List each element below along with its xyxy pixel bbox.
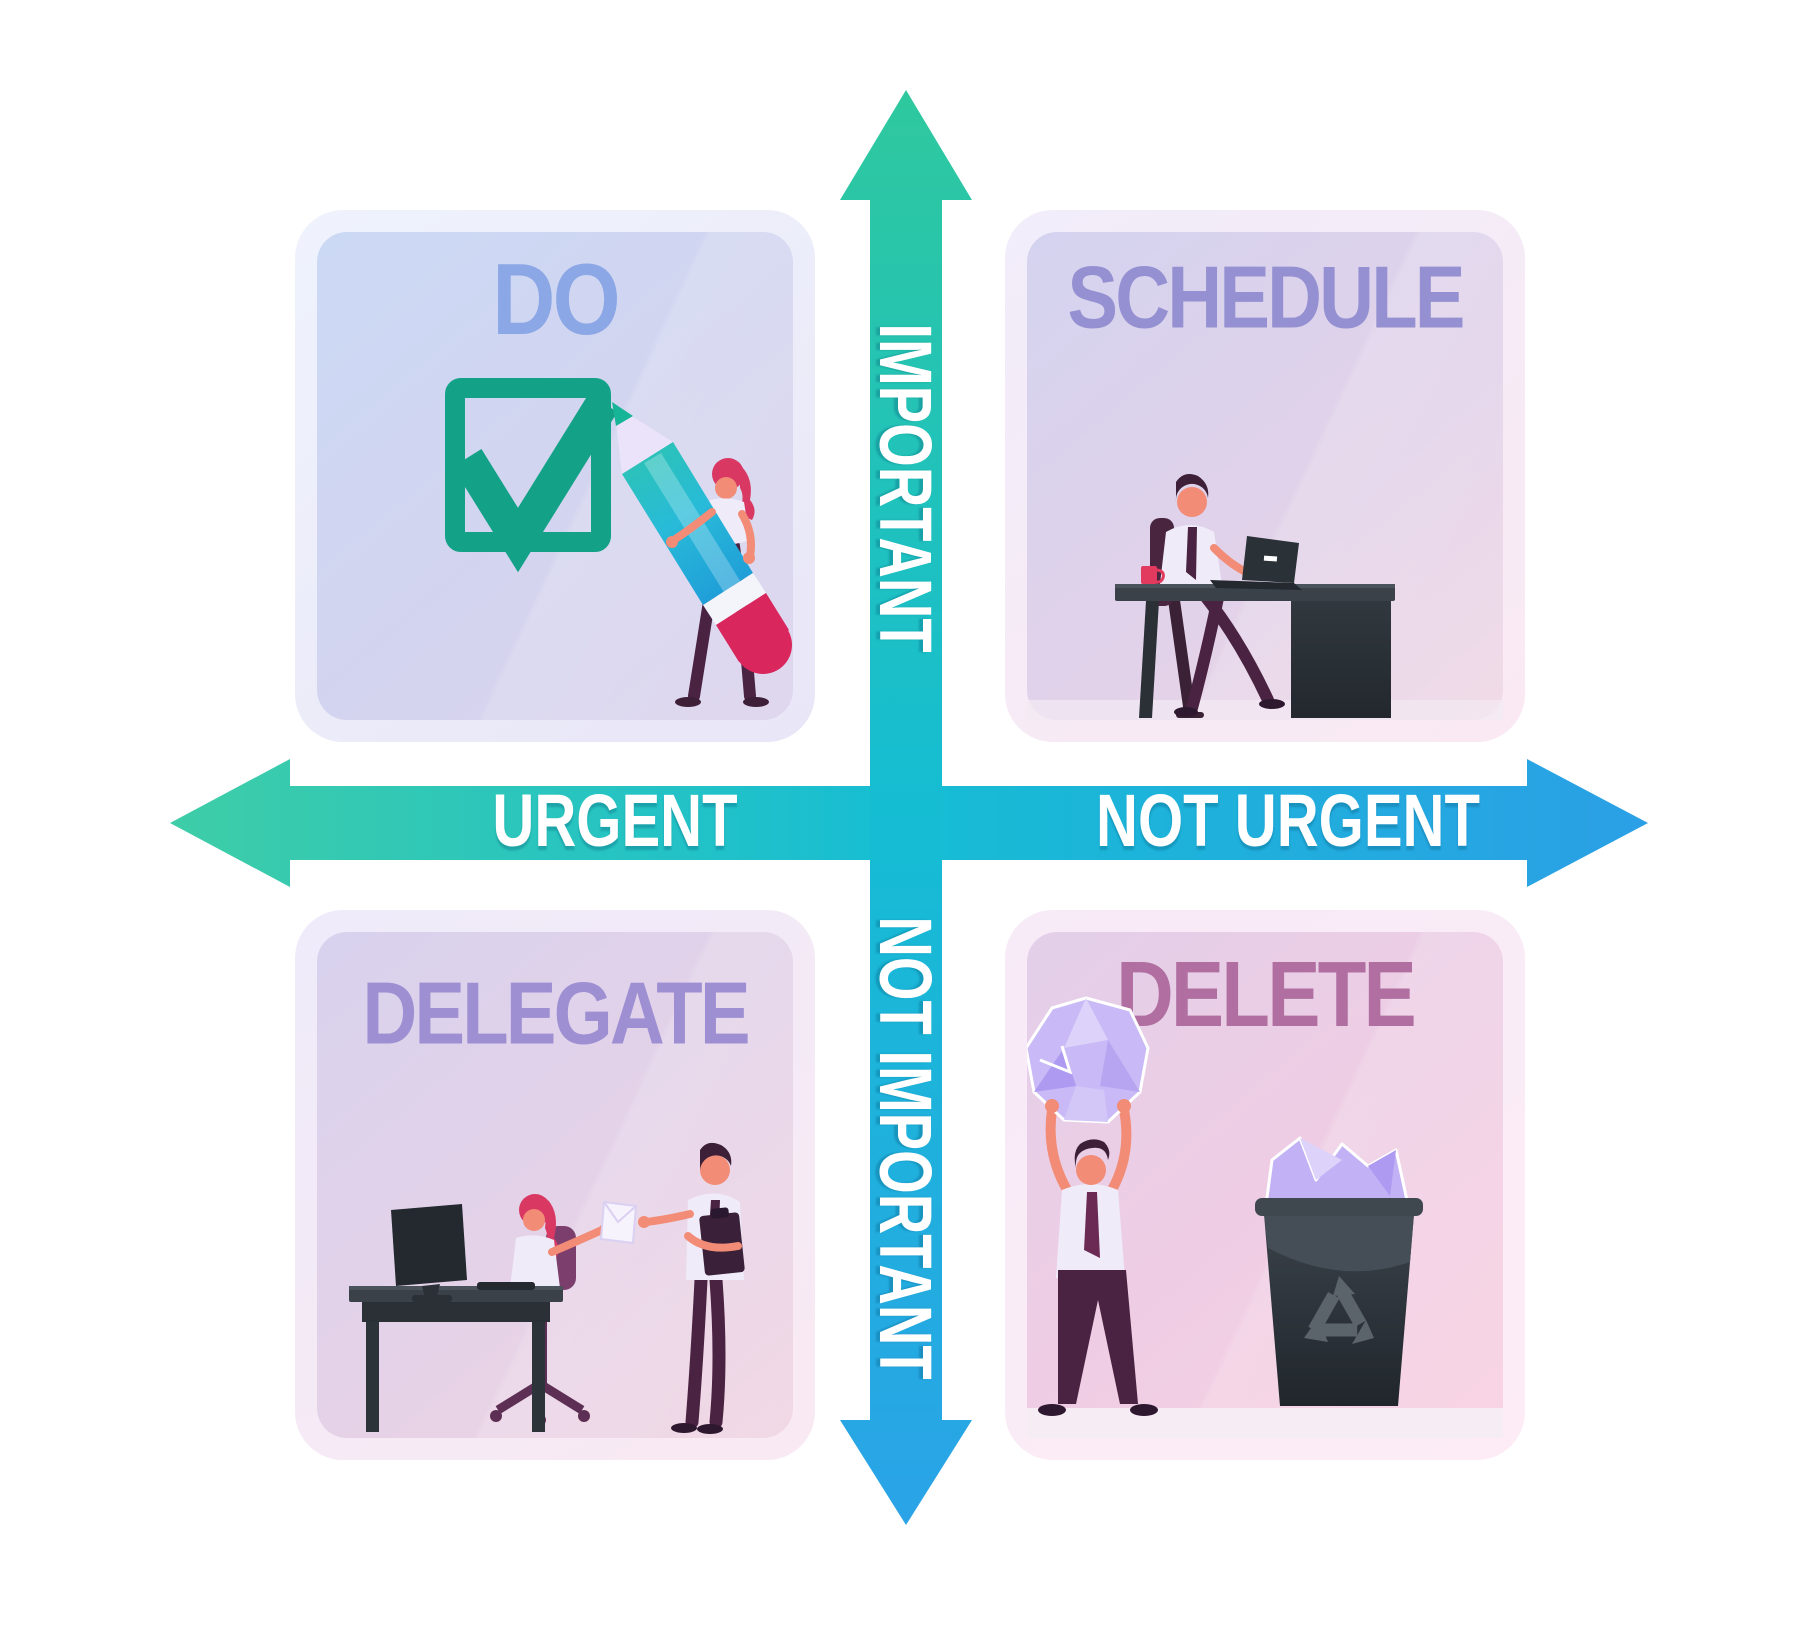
hand [1117, 1099, 1131, 1113]
businessman-figure [638, 1142, 745, 1434]
quadrant-schedule: SCHEDULE [1005, 210, 1525, 742]
quadrant-delegate-background [317, 932, 793, 1438]
quadrant-do: DO [295, 210, 815, 742]
axis-label-urgent: URGENT [492, 778, 738, 862]
delete-illustration [1027, 996, 1503, 1438]
recycle-bin-icon [1255, 1198, 1423, 1406]
keyboard-icon [477, 1282, 535, 1290]
monitor-icon [391, 1204, 467, 1302]
businessman-figure [1150, 474, 1285, 717]
axis-label-not-urgent: NOT URGENT [1096, 778, 1480, 862]
recycle-icon [1304, 1276, 1374, 1344]
quadrant-delete: DELETE [1005, 910, 1525, 1460]
quadrant-title-delete: DELETE [1116, 942, 1417, 1046]
quadrant-schedule-background [1027, 232, 1503, 720]
desk-drawers [1291, 601, 1391, 718]
importance-axis-arrow [840, 90, 972, 1525]
desk-leg [1139, 601, 1159, 718]
axis-label-important: IMPORTANT [864, 323, 948, 653]
quadrant-title-do: DO [492, 243, 620, 357]
coffee-mug-icon [1141, 566, 1165, 584]
businesswoman-arm [666, 508, 755, 564]
schedule-illustration [1027, 474, 1503, 720]
checkbox-check-icon [445, 378, 618, 573]
businesswoman-figure [510, 1194, 609, 1288]
desk-icon [349, 1286, 563, 1432]
document-icon [599, 1200, 638, 1245]
crumpled-paper-icon [1027, 996, 1150, 1124]
do-illustration [445, 378, 792, 707]
paper-in-bin-icon [1264, 1136, 1410, 1207]
quadrant-title-delegate: DELEGATE [362, 964, 750, 1063]
laptop-icon [1210, 536, 1302, 590]
axis-label-not-important: NOT IMPORTANT [864, 916, 948, 1380]
businessman-figure [1038, 1105, 1158, 1416]
delegate-illustration [349, 1142, 745, 1434]
floor [1027, 1408, 1503, 1438]
quadrant-delegate: DELEGATE [295, 910, 815, 1460]
quadrant-title-schedule: SCHEDULE [1067, 248, 1465, 347]
hand [1045, 1099, 1059, 1113]
